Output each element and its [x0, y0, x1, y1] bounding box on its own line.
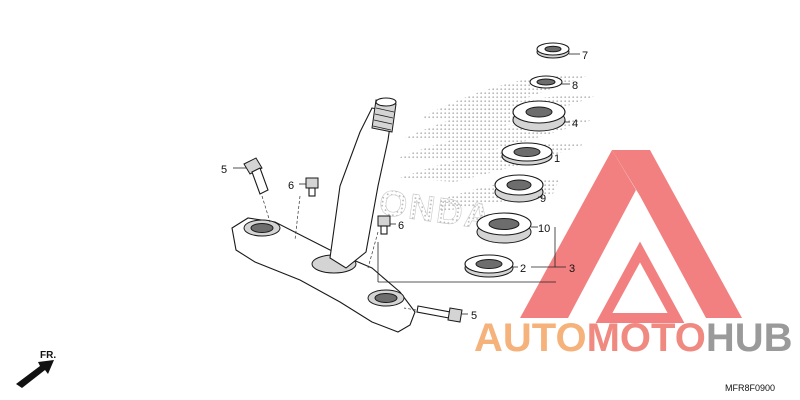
lock-washer-part-8 [529, 75, 563, 89]
watermark-auto: AUTO [474, 316, 587, 360]
steering-stem-shaft [329, 97, 397, 269]
callout-5-upper: 5 [221, 164, 227, 176]
callout-7: 7 [582, 50, 588, 62]
callout-9: 9 [540, 193, 546, 205]
callout-leader-lines [233, 53, 580, 315]
lock-nut-part-7 [536, 42, 570, 59]
callout-3: 3 [569, 263, 575, 275]
callout-1: 1 [554, 153, 560, 165]
bolt-part-5-upper [243, 157, 271, 223]
callout-6-upper: 6 [288, 180, 294, 192]
automotohub-watermark: AUTOMOTOHUB [474, 318, 793, 360]
watermark-moto: MOTO [586, 316, 706, 360]
bolt-part-6-middle [367, 215, 391, 269]
front-direction-arrow [16, 360, 54, 388]
callout-8: 8 [572, 80, 578, 92]
callout-2: 2 [520, 263, 526, 275]
dust-seal-part-1 [501, 142, 553, 166]
callout-4: 4 [572, 118, 578, 130]
bottom-bridge-part [231, 217, 416, 333]
callout-5-lower: 5 [471, 310, 477, 322]
bearing-part-9 [494, 174, 544, 203]
diagram-code: MFR8F0900 [725, 383, 776, 393]
dust-seal-part-2 [464, 254, 514, 278]
adjusting-nut-part-4 [512, 100, 566, 132]
part-callouts: 7 8 4 1 9 10 2 3 5 6 6 5 [221, 50, 588, 322]
watermark-hub: HUB [705, 316, 793, 360]
bearing-part-10 [476, 212, 532, 244]
bolt-part-5-lower [403, 305, 463, 323]
automotohub-logo-mark [520, 150, 742, 323]
callout-10: 10 [538, 223, 550, 235]
front-direction-label: FR. [40, 350, 57, 361]
callout-6-middle: 6 [398, 220, 404, 232]
bolt-part-6-upper [294, 177, 319, 241]
